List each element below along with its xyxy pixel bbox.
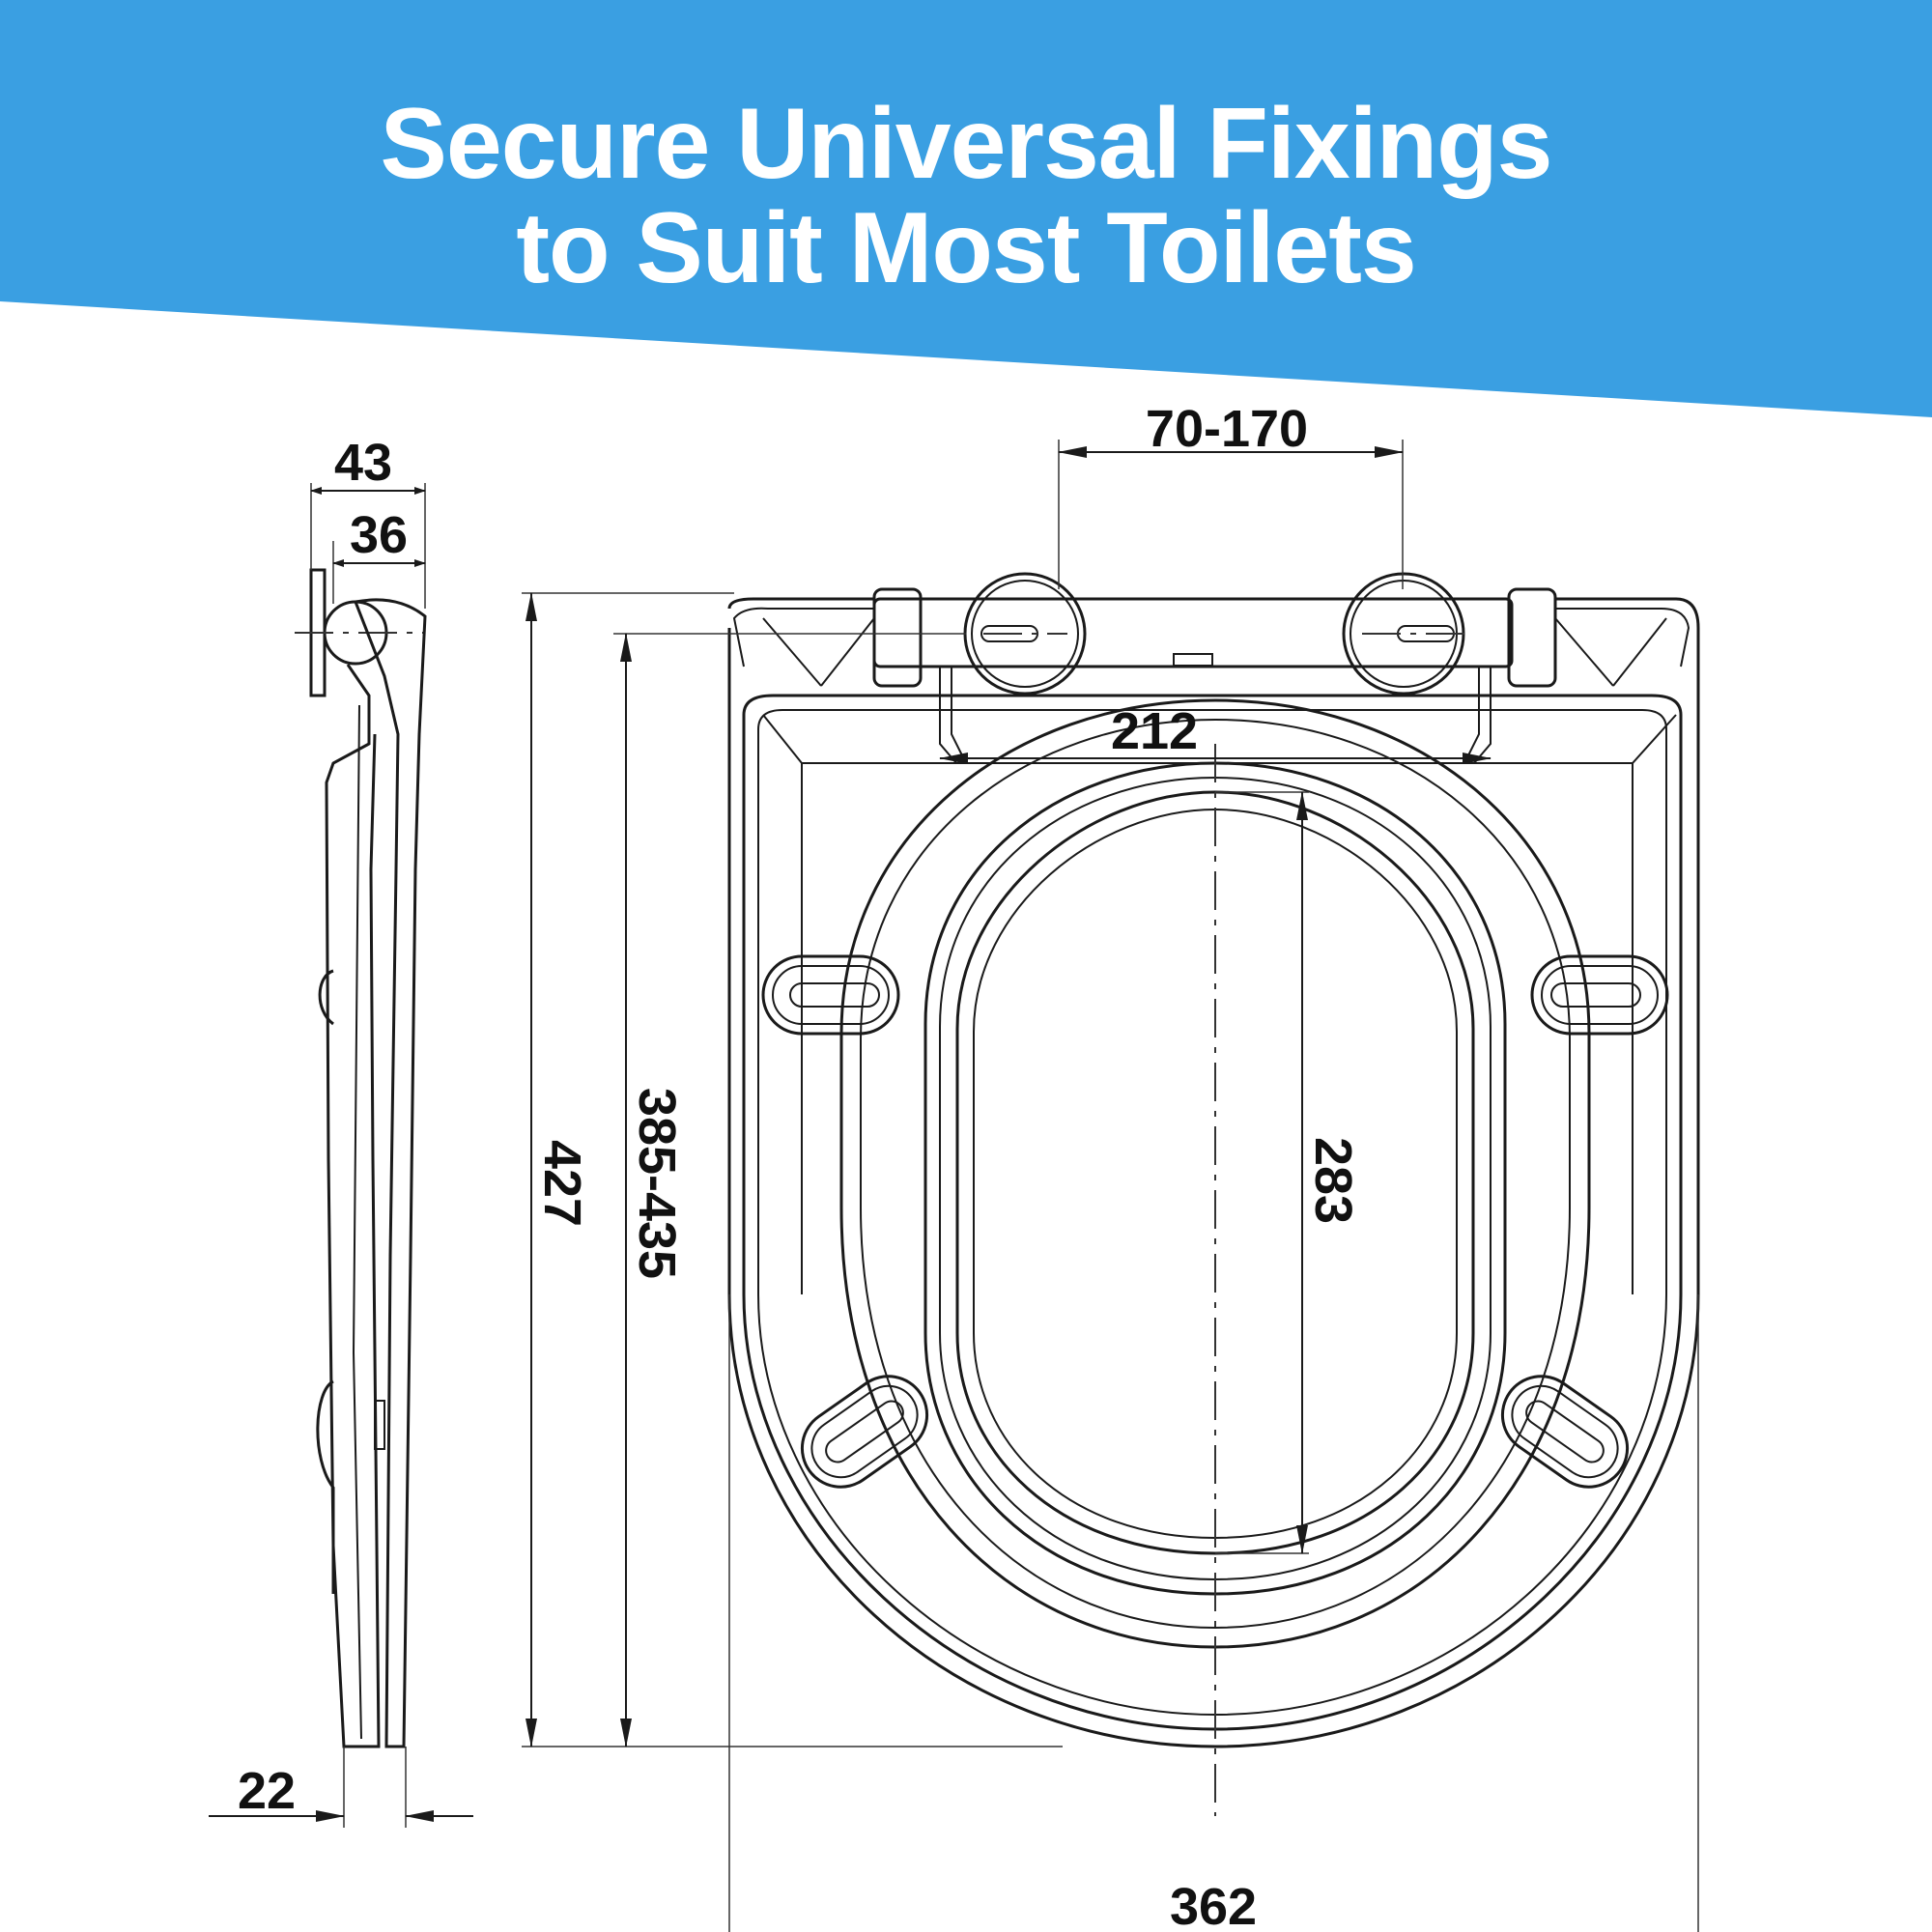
top-view: 70-170 212 427 385-435 283 362	[522, 400, 1700, 1932]
seat-outline-outer	[742, 694, 1683, 1731]
dim-side-total-depth: 43	[334, 434, 392, 492]
hinge-block-right	[1507, 587, 1557, 688]
dim-hinge-block-width: 212	[1111, 702, 1198, 760]
buffer-upper-right	[1530, 954, 1669, 1036]
dim-fixing-length: 385-435	[628, 1088, 686, 1279]
buffer-upper-left	[761, 954, 900, 1036]
hinge-block-left	[872, 587, 923, 688]
dim-side-thickness: 22	[238, 1762, 296, 1820]
side-lid-profile	[353, 598, 427, 1748]
banner-shape	[0, 0, 1932, 417]
title-line-1: Secure Universal Fixings	[380, 88, 1553, 200]
dim-side-inner-depth: 36	[350, 506, 408, 564]
title-line-2: to Suit Most Toilets	[516, 192, 1416, 304]
side-view: 43 36 22	[209, 434, 473, 1828]
dim-overall-length: 427	[533, 1140, 591, 1227]
buffer-lower-right	[1500, 1375, 1630, 1489]
header-banner	[0, 0, 1932, 417]
buffer-lower-left	[800, 1375, 929, 1489]
side-upper-buffer	[318, 969, 334, 1026]
lid-outline	[727, 597, 1700, 1748]
dim-overall-width: 362	[1170, 1878, 1257, 1932]
side-lower-buffer	[316, 1379, 335, 1594]
dim-hinge-spacing: 70-170	[1146, 400, 1308, 458]
dim-opening-length: 283	[1304, 1137, 1362, 1224]
